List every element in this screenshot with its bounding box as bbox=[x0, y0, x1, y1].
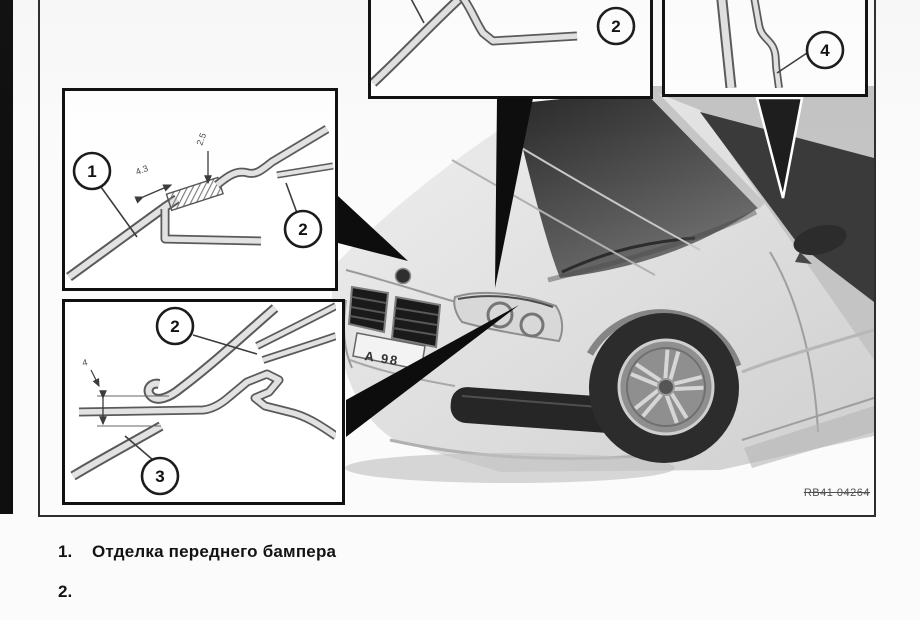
headlight bbox=[453, 291, 564, 343]
bmw-roundel bbox=[394, 267, 412, 285]
inset-box-top-right: 4 bbox=[662, 0, 868, 97]
manual-page: { "figure": { "ref_code": "RB41 04264", … bbox=[0, 0, 920, 601]
callout-badge-4: 4 bbox=[805, 30, 845, 70]
car-side-lines bbox=[741, 251, 875, 468]
legend-list: 1. Отделка переднего бампера 2. bbox=[58, 540, 336, 620]
svg-text:2: 2 bbox=[298, 220, 307, 239]
dimension-label: 4 bbox=[81, 357, 88, 368]
car-mirror bbox=[793, 224, 847, 264]
dimension-marks: 4 bbox=[81, 357, 169, 427]
inset-box-top-left: 4.3 2.5 1 2 bbox=[62, 88, 338, 291]
molding-cross-section bbox=[66, 125, 334, 282]
molding-cross-section bbox=[70, 302, 336, 481]
car-front-fascia: A 98 bbox=[343, 267, 675, 483]
svg-text:4: 4 bbox=[820, 41, 830, 60]
pointer-wedge-top-right-box bbox=[755, 96, 804, 199]
callout-pointers bbox=[338, 96, 804, 437]
inset-box-bottom-left: 4 2 3 bbox=[62, 299, 345, 505]
dimension-label-b: 2.5 bbox=[194, 132, 208, 147]
car-windshield bbox=[512, 90, 758, 278]
legend-item-1: 1. Отделка переднего бампера bbox=[58, 540, 336, 564]
callout-badge-2: 2 bbox=[596, 6, 636, 46]
callout-badge-3: 3 bbox=[140, 456, 180, 496]
figure-reference-code: RB41 04264 bbox=[803, 487, 870, 499]
legend-item-2: 2. bbox=[58, 580, 336, 604]
legend-item-number: 2. bbox=[58, 582, 73, 601]
callout-badge-1: 1 bbox=[72, 151, 112, 191]
clip-hatched-section bbox=[165, 176, 224, 212]
svg-text:2: 2 bbox=[170, 317, 179, 336]
molding-cross-section bbox=[371, 0, 578, 87]
car-wiper bbox=[561, 236, 696, 274]
legend-item-text: Отделка переднего бампера bbox=[92, 542, 337, 561]
dimension-label-a: 4.3 bbox=[134, 163, 149, 177]
kidney-grille-left bbox=[347, 285, 390, 334]
dimension-marks: 4.3 2.5 bbox=[134, 132, 212, 204]
legend-item-number: 1. bbox=[58, 542, 73, 561]
car-side-window bbox=[700, 112, 874, 302]
pointer-wedge-top-left-box bbox=[338, 196, 408, 261]
car-a-pillar bbox=[647, 88, 766, 210]
car-cowl-shadow bbox=[547, 209, 758, 283]
license-plate-text: A 98 bbox=[364, 348, 401, 368]
wheel-spokes bbox=[630, 349, 704, 424]
page-left-black-border bbox=[0, 0, 13, 514]
wheel-hub bbox=[657, 378, 675, 396]
car-illustration: A 98 bbox=[332, 86, 875, 483]
kidney-grille-right bbox=[390, 295, 442, 349]
callout-badge-2: 2 bbox=[155, 306, 195, 346]
svg-text:3: 3 bbox=[155, 467, 164, 486]
ground-shadow bbox=[345, 453, 675, 483]
molding-cross-section bbox=[716, 0, 783, 88]
svg-text:2: 2 bbox=[611, 17, 620, 36]
svg-text:1: 1 bbox=[87, 162, 96, 181]
callout-badge-2: 2 bbox=[283, 209, 323, 249]
pointer-wedge-bottom-left-box bbox=[346, 305, 519, 437]
inset-box-top-middle: 2 bbox=[368, 0, 653, 99]
front-wheel bbox=[586, 309, 742, 463]
pointer-wedge-top-middle-box bbox=[495, 98, 533, 288]
